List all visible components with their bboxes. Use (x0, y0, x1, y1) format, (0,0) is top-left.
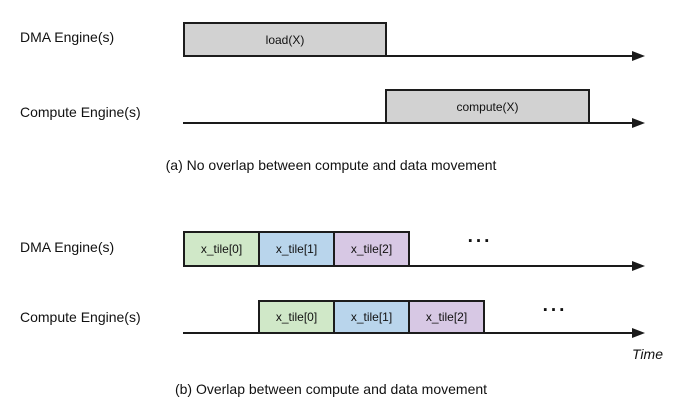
panel-a-compute-arrowhead-icon (632, 118, 645, 128)
panel-b-dma-tile-1: x_tile[1] (258, 231, 335, 267)
panel-b-compute-tile-1: x_tile[1] (333, 300, 410, 334)
panel-a-dma-label: DMA Engine(s) (20, 29, 115, 45)
panel-b-compute-ellipsis: ... (542, 295, 568, 316)
panel-a-load-task-box: load(X) (183, 22, 387, 57)
panel-b-compute-tile-2: x_tile[2] (408, 300, 485, 334)
panel-b-dma-arrowhead-icon (632, 261, 645, 271)
panel-b-compute-label: Compute Engine(s) (20, 309, 141, 325)
panel-b-caption: (b) Overlap between compute and data mov… (174, 381, 488, 397)
panel-a-caption: (a) No overlap between compute and data … (165, 157, 497, 173)
panel-b-dma-tile-0: x_tile[0] (183, 231, 260, 267)
panel-a-dma-timeline (183, 55, 633, 57)
panel-b-dma-ellipsis: ... (467, 226, 493, 247)
panel-b-compute-tile-0: x_tile[0] (258, 300, 335, 334)
panel-b-compute-arrowhead-icon (632, 328, 645, 338)
panel-a-dma-arrowhead-icon (632, 51, 645, 61)
panel-b-dma-label: DMA Engine(s) (20, 239, 115, 255)
panel-a-compute-task-box: compute(X) (385, 89, 590, 124)
panel-b-dma-tile-2: x_tile[2] (333, 231, 410, 267)
time-axis-label: Time (632, 346, 663, 362)
panel-a-compute-label: Compute Engine(s) (20, 104, 141, 120)
